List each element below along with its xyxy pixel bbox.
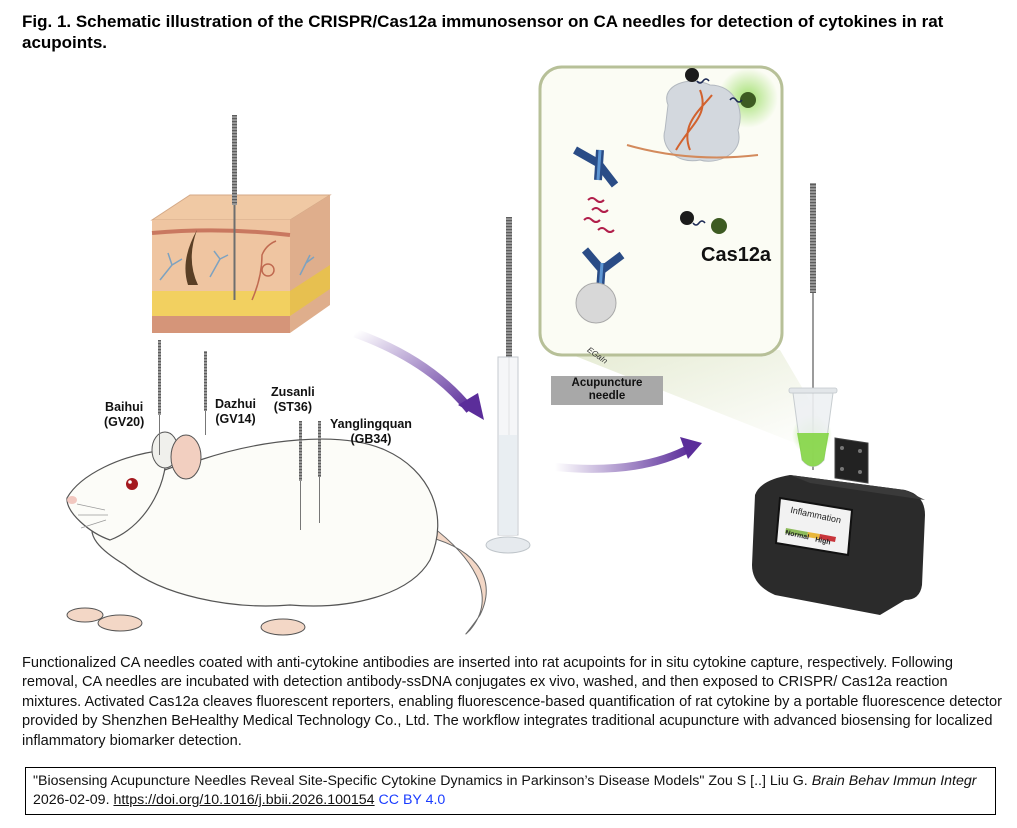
process-arrow-to-detector [554,437,702,473]
acupoint-label-baihui: Baihui (GV20) [104,400,144,430]
acupoint-code: (GV20) [104,415,145,429]
license-link[interactable]: CC BY 4.0 [378,792,446,808]
acupuncture-needle-label: Acupuncture needle [551,376,663,405]
fluorophore-icon [711,218,727,234]
fluorescence-detector [752,437,925,615]
rat-eye [126,478,138,490]
acupoint-code: (GV14) [215,412,256,426]
rat-illustration [66,340,487,636]
citation-title: "Biosensing Acupuncture Needles Reveal S… [33,773,705,789]
acupoint-name: Yanglingquan [330,417,412,431]
citation-journal: Brain Behav Immun Integr [811,773,977,789]
reaction-tube [788,183,838,470]
doi-link[interactable]: https://doi.org/10.1016/j.bbii.2026.1001… [113,792,375,808]
detector-lid[interactable] [834,437,869,484]
egain-bead [575,282,617,324]
figure-title: Fig. 1. Schematic illustration of the CR… [22,12,944,52]
citation-authors: Zou S [..] Liu G. [704,773,812,789]
cas12a-label: Cas12a [701,244,772,266]
needle-label-line1: Acupuncture [571,377,643,389]
acupoint-label-dazhui: Dazhui (GV14) [215,397,256,427]
schematic-illustration [66,65,925,636]
figure-caption: Functionalized CA needles coated with an… [22,655,1002,749]
citation-box: "Biosensing Acupuncture Needles Reveal S… [25,767,996,815]
acupoint-code: (GB34) [350,432,392,446]
acupoint-name: Zusanli [271,385,315,399]
acupoint-label-zusanli: Zusanli (ST36) [271,385,315,415]
cytokine-icon [583,197,615,233]
citation-date: 2026-02-09. [33,792,114,808]
needle-label-line2: needle [588,390,626,402]
acupoint-code: (ST36) [273,400,312,414]
acupoint-label-yanglingquan: Yanglingquan (GB34) [330,417,412,447]
acupoint-name: Dazhui [215,397,256,411]
ssdna-strand [626,144,759,159]
skin-tissue-block [150,115,332,333]
fluorophore-icon [740,92,756,108]
quencher-icon [685,68,699,82]
inset-zoom-beam [560,350,830,445]
incubation-tube [485,217,531,554]
detection-antibody-icon [573,146,619,188]
acupoint-name: Baihui [105,400,144,414]
quencher-icon [680,211,694,225]
hair-follicle-icon [185,230,198,285]
needle-handle-icon [232,115,237,205]
process-arrow-to-tube [353,328,484,420]
schematic-figure: Baihui (GV20) Dazhui (GV14) Zusanli (ST3… [0,55,1017,645]
mechanism-inset [538,65,784,357]
